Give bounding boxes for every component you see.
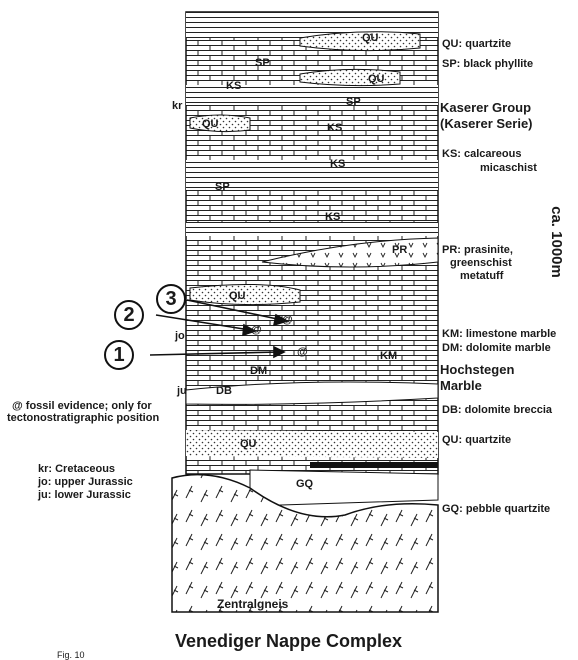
legend-marble: Marble	[440, 378, 482, 393]
legend-sp: SP: black phyllite	[442, 58, 533, 71]
unit-label: KS	[325, 211, 340, 223]
unit-label: KS	[330, 158, 345, 170]
legend-gq: GQ: pebble quartzite	[442, 503, 550, 516]
unit-label: jo	[175, 330, 185, 342]
marker-3: 3	[156, 284, 186, 314]
unit-label: SP	[215, 181, 230, 193]
legend-ju: ju: lower Jurassic	[38, 489, 131, 502]
legend-ks-2: micaschist	[480, 162, 537, 175]
legend-qu-bottom: QU: quartzite	[442, 434, 511, 447]
unit-label: SP	[346, 96, 361, 108]
unit-label: QU	[240, 438, 257, 450]
unit-label: @	[297, 346, 308, 358]
figure-number: Fig. 10	[57, 650, 85, 660]
unit-label: KS	[226, 80, 241, 92]
legend-fossil-2: tectonostratigraphic position	[7, 412, 159, 425]
unit-label: QU	[362, 32, 379, 44]
legend-db: DB: dolomite breccia	[442, 404, 552, 417]
unit-label: ju	[177, 385, 187, 397]
unit-label: DB	[216, 385, 232, 397]
unit-label: @	[251, 324, 262, 336]
unit-label: KS	[327, 122, 342, 134]
unit-label: kr	[172, 100, 182, 112]
legend-ks-1: KS: calcareous	[442, 148, 521, 161]
unit-label: GQ	[296, 478, 313, 490]
basement-label: Zentralgneis	[217, 598, 288, 611]
unit-label: SP	[255, 57, 270, 69]
marker-1: 1	[104, 340, 134, 370]
unit-label: DM	[250, 365, 267, 377]
legend-dm: DM: dolomite marble	[442, 342, 551, 355]
unit-label: @	[282, 314, 293, 326]
unit-label: QU	[368, 73, 385, 85]
legend-pr-1: PR: prasinite,	[442, 244, 513, 257]
figure-title: Venediger Nappe Complex	[175, 630, 402, 652]
unit-label: PR	[392, 244, 407, 256]
legend-qu-top: QU: quartzite	[442, 38, 511, 51]
legend-kaserer-group: Kaserer Group	[440, 100, 531, 115]
unit-label: QU	[229, 290, 246, 302]
legend-jo: jo: upper Jurassic	[38, 476, 133, 489]
unit-label: QU	[202, 118, 219, 130]
marker-2: 2	[114, 300, 144, 330]
legend-km: KM: limestone marble	[442, 328, 556, 341]
legend-hochstegen: Hochstegen	[440, 362, 514, 377]
legend-kaserer-serie: (Kaserer Serie)	[440, 116, 533, 131]
legend-pr-2: greenschist	[450, 257, 512, 270]
legend-kr: kr: Cretaceous	[38, 463, 115, 476]
legend-pr-3: metatuff	[460, 270, 503, 283]
thickness-label: ca. 1000m	[546, 182, 566, 302]
unit-label: KM	[380, 350, 397, 362]
